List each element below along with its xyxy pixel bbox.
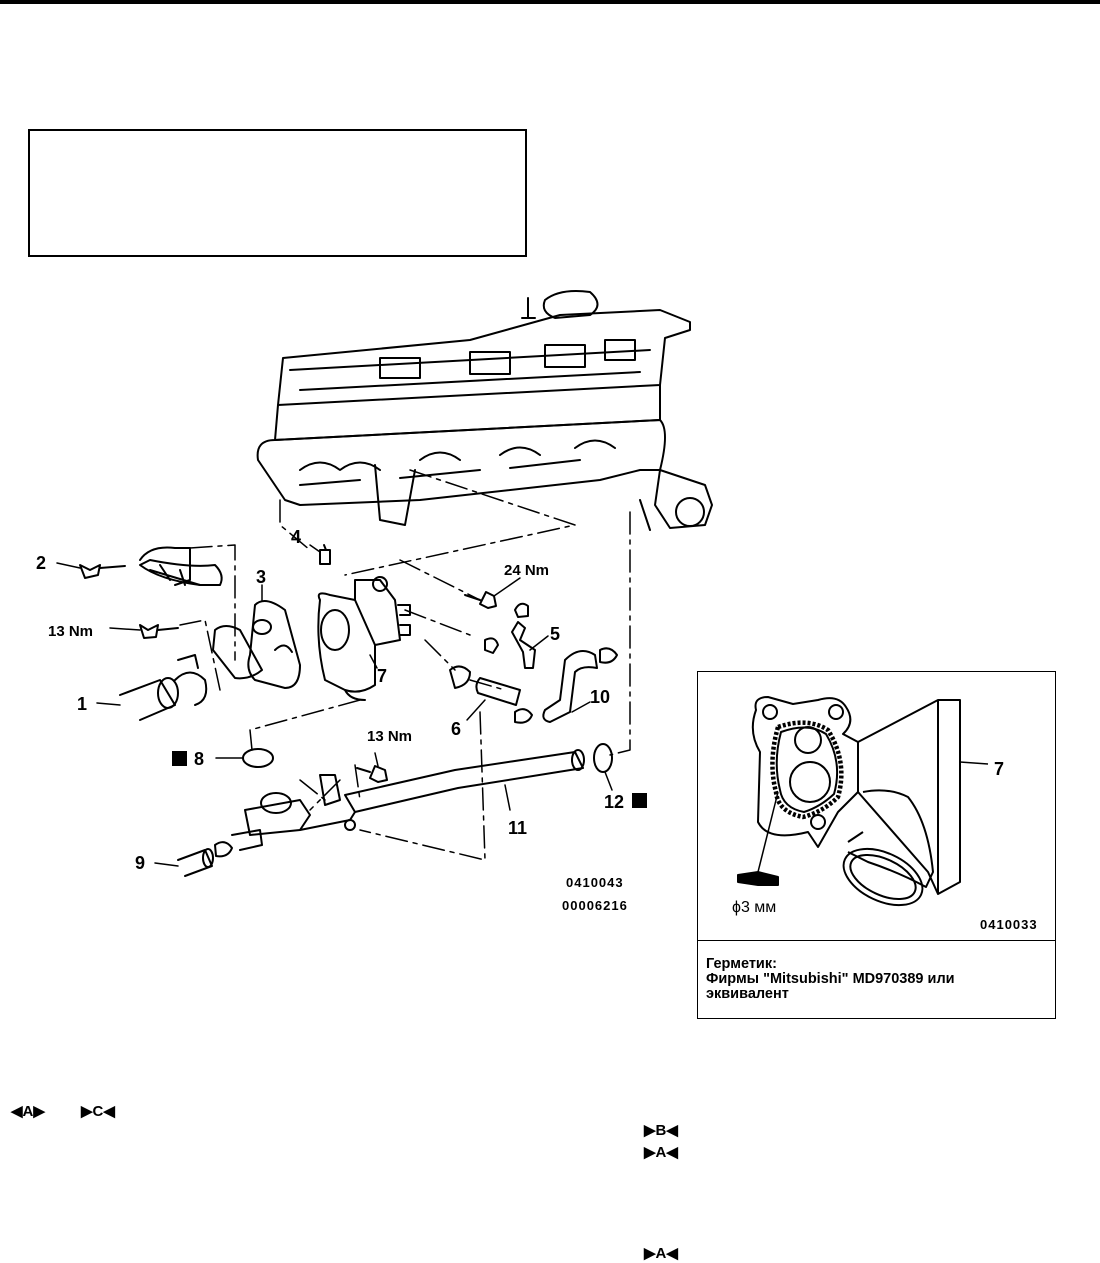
figure-code-inset: 0410033 <box>980 917 1038 932</box>
document-id: 00006216 <box>562 898 628 913</box>
svg-text:N: N <box>635 794 644 808</box>
part-3-outlet-fitting <box>212 600 301 689</box>
header-box <box>28 129 527 257</box>
label-torque-13-b: 13 Nm <box>367 728 412 745</box>
new-part-badge-8: N <box>172 751 187 766</box>
svg-text:N: N <box>175 752 184 766</box>
inset-label-7: 7 <box>994 759 1004 779</box>
part-4-sensor <box>319 544 331 565</box>
part-12-gasket <box>593 743 613 773</box>
sealant-note-line2: Фирмы "Mitsubishi" MD970389 или <box>706 971 955 987</box>
label-7: 7 <box>377 666 387 686</box>
part-10-hose <box>542 647 618 723</box>
sealant-note: Герметик: Фирмы "Mitsubishi" MD970389 ил… <box>697 940 1056 1019</box>
label-9: 9 <box>135 853 145 873</box>
part-9-hose <box>177 841 233 877</box>
inset-housing-drawing: 7 ϕ3 мм 0410033 <box>732 696 1038 932</box>
label-1: 1 <box>77 694 87 714</box>
label-torque-13-a: 13 Nm <box>48 623 93 640</box>
label-11: 11 <box>508 818 527 838</box>
engine-cylinder-head <box>256 290 713 531</box>
label-6: 6 <box>451 719 461 739</box>
label-3: 3 <box>256 567 266 587</box>
marker-right-a1: ▶A◀ <box>644 1144 678 1161</box>
sealant-note-line3: эквивалент <box>706 986 789 1002</box>
sealant-note-line1: Герметик: <box>706 956 777 972</box>
part-7-thermostat-housing <box>317 576 411 701</box>
label-10: 10 <box>590 687 610 707</box>
label-8: 8 <box>194 749 204 769</box>
new-part-badge-12: N <box>632 793 647 808</box>
inset-detail-panel: 7 ϕ3 мм 0410033 <box>697 671 1056 1019</box>
part-11-inlet-pipe <box>231 749 585 851</box>
label-5: 5 <box>550 624 560 644</box>
marker-right-a2: ▶A◀ <box>644 1245 678 1262</box>
part-1-hose <box>119 654 208 721</box>
label-4: 4 <box>291 527 301 547</box>
figure-code-main: 0410043 <box>566 875 624 890</box>
marker-left-c: ▶C◀ <box>81 1103 115 1120</box>
part-5-small-hose <box>484 602 536 669</box>
part-6-hose <box>449 665 533 724</box>
marker-right-b: ▶B◀ <box>644 1122 678 1139</box>
label-12: 12 <box>604 792 624 812</box>
top-rule <box>0 0 1100 4</box>
bead-size-label: ϕ3 мм <box>732 899 776 916</box>
label-torque-24: 24 Nm <box>504 562 549 579</box>
marker-left-a: ◀A▶ <box>11 1103 45 1120</box>
part-2-bolt-harness <box>79 546 223 586</box>
part-8-o-ring <box>242 748 274 768</box>
label-2: 2 <box>36 553 46 573</box>
